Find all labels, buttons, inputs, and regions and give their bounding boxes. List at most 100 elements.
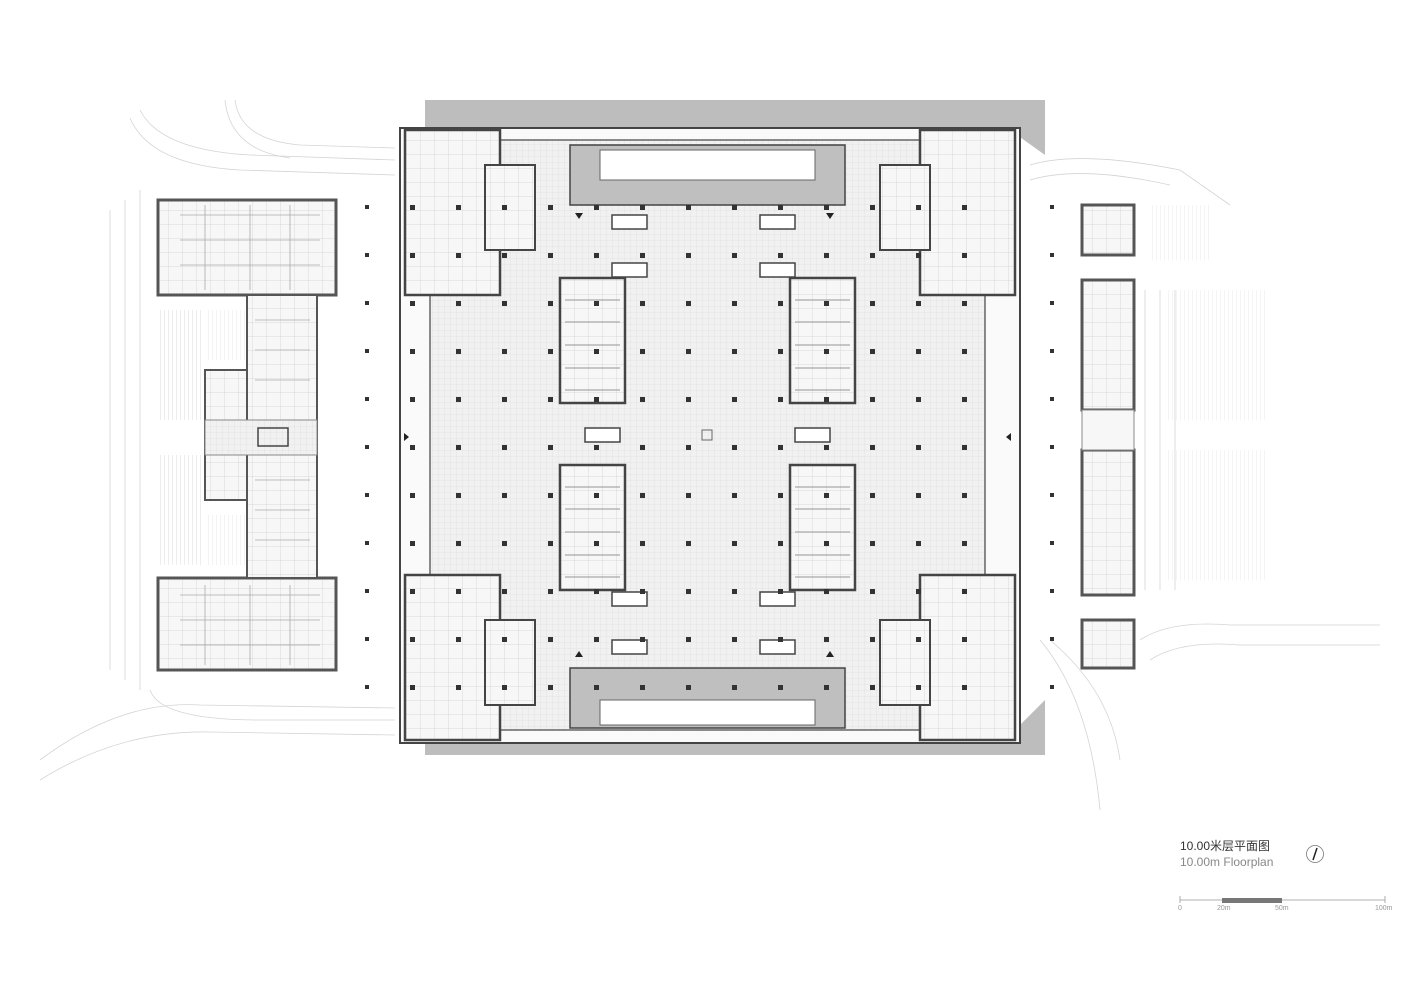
right-parking <box>1150 205 1265 580</box>
structural-column <box>824 349 829 354</box>
structural-column <box>870 205 875 210</box>
structural-column <box>732 589 737 594</box>
structural-column <box>732 685 737 690</box>
structural-column <box>456 685 461 690</box>
structural-column <box>962 685 967 690</box>
scale-bar <box>1179 896 1386 903</box>
structural-column <box>686 349 691 354</box>
structural-column <box>732 349 737 354</box>
colonnade-column <box>365 253 369 257</box>
structural-column <box>962 205 967 210</box>
structural-column <box>548 493 553 498</box>
scale-label-20m: 20m <box>1217 905 1231 912</box>
structural-column <box>732 445 737 450</box>
structural-column <box>916 637 921 642</box>
structural-column <box>456 541 461 546</box>
structural-column <box>456 253 461 258</box>
structural-column <box>548 637 553 642</box>
structural-column <box>594 205 599 210</box>
structural-column <box>686 445 691 450</box>
structural-column <box>594 445 599 450</box>
structural-column <box>640 349 645 354</box>
drawing-title-block: 10.00米层平面图 10.00m Floorplan <box>1180 838 1380 870</box>
structural-column <box>594 253 599 258</box>
structural-column <box>962 589 967 594</box>
structural-column <box>548 589 553 594</box>
structural-column <box>824 541 829 546</box>
structural-column <box>962 397 967 402</box>
structural-column <box>686 205 691 210</box>
structural-column <box>640 493 645 498</box>
structural-column <box>916 253 921 258</box>
structural-column <box>686 541 691 546</box>
structural-column <box>824 253 829 258</box>
structural-column <box>824 445 829 450</box>
structural-column <box>502 493 507 498</box>
structural-column <box>824 205 829 210</box>
structural-column <box>778 541 783 546</box>
structural-column <box>548 301 553 306</box>
structural-column <box>732 301 737 306</box>
structural-column <box>410 253 415 258</box>
structural-column <box>594 397 599 402</box>
colonnade-column <box>365 589 369 593</box>
structural-column <box>916 445 921 450</box>
structural-column <box>778 493 783 498</box>
structural-column <box>410 541 415 546</box>
structural-column <box>962 493 967 498</box>
structural-column <box>594 541 599 546</box>
structural-column <box>962 541 967 546</box>
structural-column <box>548 541 553 546</box>
colonnade-column <box>1050 205 1054 209</box>
structural-column <box>778 301 783 306</box>
structural-column <box>870 637 875 642</box>
structural-column <box>502 685 507 690</box>
colonnade-column <box>1050 541 1054 545</box>
structural-column <box>456 493 461 498</box>
structural-column <box>410 397 415 402</box>
structural-column <box>686 685 691 690</box>
colonnade-column <box>1050 253 1054 257</box>
structural-column <box>594 301 599 306</box>
structural-column <box>640 637 645 642</box>
structural-column <box>594 493 599 498</box>
north-arrow-icon <box>1306 845 1324 863</box>
structural-column <box>548 445 553 450</box>
structural-column <box>594 685 599 690</box>
structural-column <box>410 637 415 642</box>
colonnade-column <box>1050 637 1054 641</box>
structural-column <box>824 397 829 402</box>
structural-column <box>870 589 875 594</box>
structural-column <box>916 541 921 546</box>
colonnade-column <box>365 685 369 689</box>
structural-column <box>686 589 691 594</box>
colonnade-column <box>365 397 369 401</box>
structural-column <box>594 349 599 354</box>
structural-column <box>456 205 461 210</box>
structural-column <box>778 589 783 594</box>
structural-column <box>640 541 645 546</box>
structural-column <box>456 349 461 354</box>
structural-column <box>686 253 691 258</box>
structural-column <box>732 541 737 546</box>
structural-column <box>732 397 737 402</box>
colonnade-column <box>1050 301 1054 305</box>
structural-column <box>410 445 415 450</box>
structural-column <box>456 445 461 450</box>
structural-column <box>548 397 553 402</box>
structural-column <box>548 205 553 210</box>
colonnade-column <box>365 205 369 209</box>
structural-column <box>732 205 737 210</box>
structural-column <box>456 589 461 594</box>
site-roads <box>39 99 1380 811</box>
structural-column <box>502 205 507 210</box>
structural-column <box>824 589 829 594</box>
structural-column <box>732 493 737 498</box>
structural-column <box>640 205 645 210</box>
structural-column <box>640 685 645 690</box>
structural-column <box>962 301 967 306</box>
structural-column <box>824 493 829 498</box>
structural-column <box>686 637 691 642</box>
structural-column <box>962 637 967 642</box>
colonnade-column <box>1050 589 1054 593</box>
